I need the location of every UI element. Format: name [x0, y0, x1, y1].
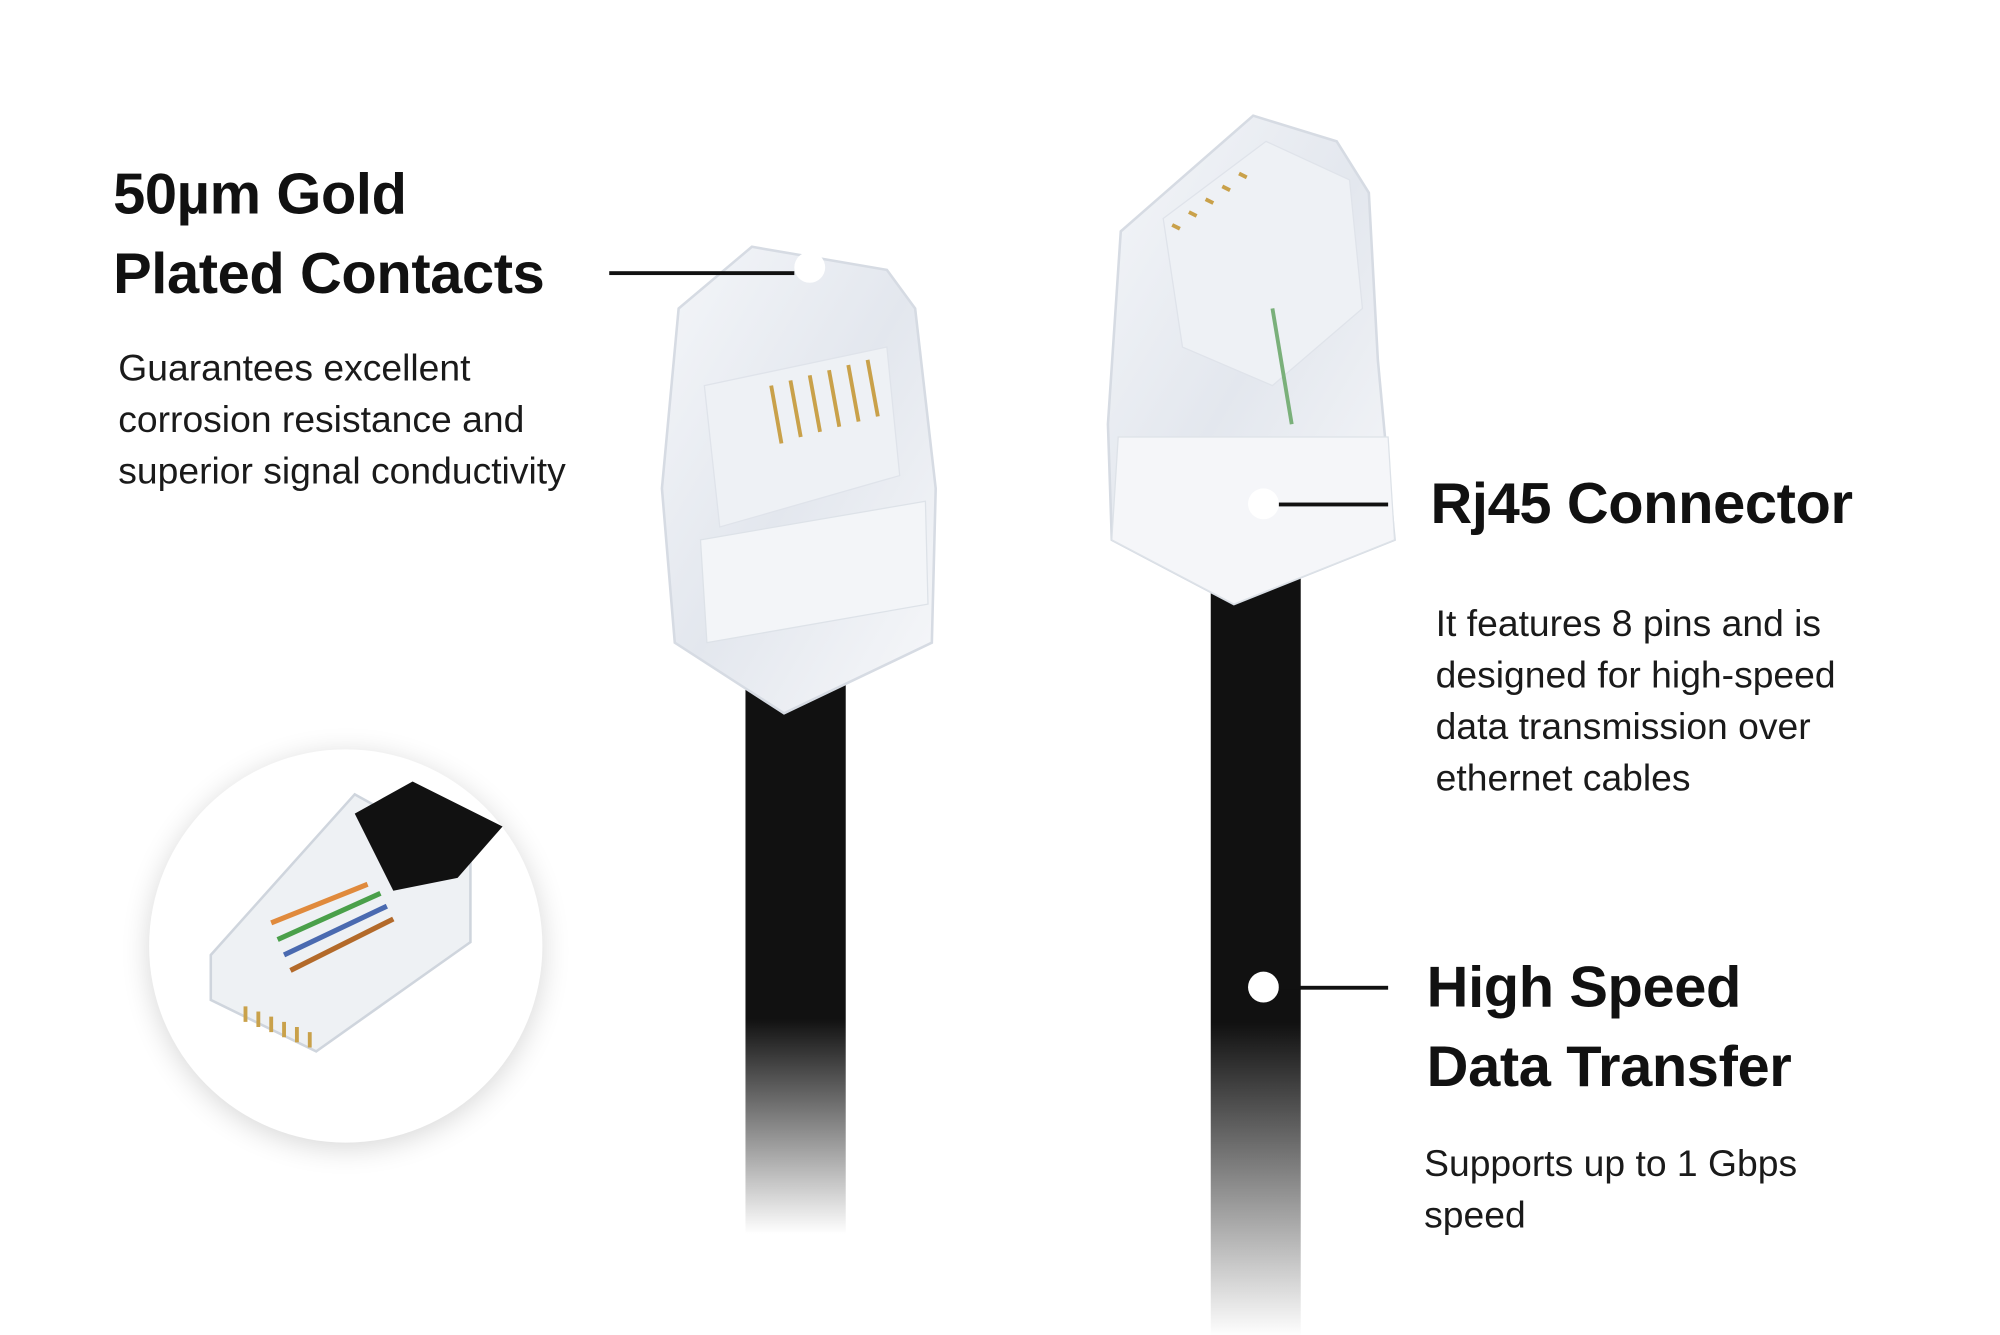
description-line: It features 8 pins and is	[1435, 604, 1822, 646]
feature-title-high-speed: High Speed Data Transfer	[1427, 947, 1792, 1106]
callout-line	[1278, 502, 1389, 507]
title-line: Plated Contacts	[113, 240, 545, 306]
description-line: speed	[1424, 1195, 1526, 1237]
description-line: corrosion resistance and	[118, 399, 525, 441]
left-cable	[745, 668, 846, 1234]
callout-dot	[794, 251, 826, 283]
description-line: Supports up to 1 Gbps	[1424, 1143, 1798, 1186]
callout-dot	[1248, 488, 1279, 520]
connector-detail-inset	[149, 749, 543, 1143]
callout-line	[1278, 985, 1389, 990]
feature-title-gold-contacts: 50µm Gold Plated Contacts	[113, 154, 545, 313]
callout-line	[609, 271, 795, 276]
callout-dot	[1248, 971, 1279, 1003]
description-line: designed for high-speed	[1435, 655, 1836, 697]
description-line: superior signal conductivity	[118, 451, 566, 493]
right-cable	[1210, 552, 1301, 1335]
title-line: 50µm Gold	[113, 160, 407, 227]
connector-closeup-image	[209, 781, 503, 1053]
description-line: data transmission over	[1435, 706, 1811, 749]
right-rj45-connector	[1106, 114, 1396, 606]
feature-title-rj45: Rj45 Connector	[1431, 464, 1853, 544]
title-line: Data Transfer	[1426, 1033, 1792, 1099]
feature-description-high-speed: Supports up to 1 Gbps speed	[1424, 1139, 1797, 1242]
description-line: Guarantees excellent	[118, 348, 471, 390]
feature-description-rj45: It features 8 pins and is designed for h…	[1436, 599, 1836, 805]
title-line: High Speed	[1426, 953, 1742, 1020]
description-line: ethernet cables	[1435, 758, 1691, 800]
feature-description-gold-contacts: Guarantees excellent corrosion resistanc…	[118, 343, 566, 497]
title-line: Rj45 Connector	[1430, 470, 1853, 536]
left-rj45-connector	[660, 245, 937, 715]
